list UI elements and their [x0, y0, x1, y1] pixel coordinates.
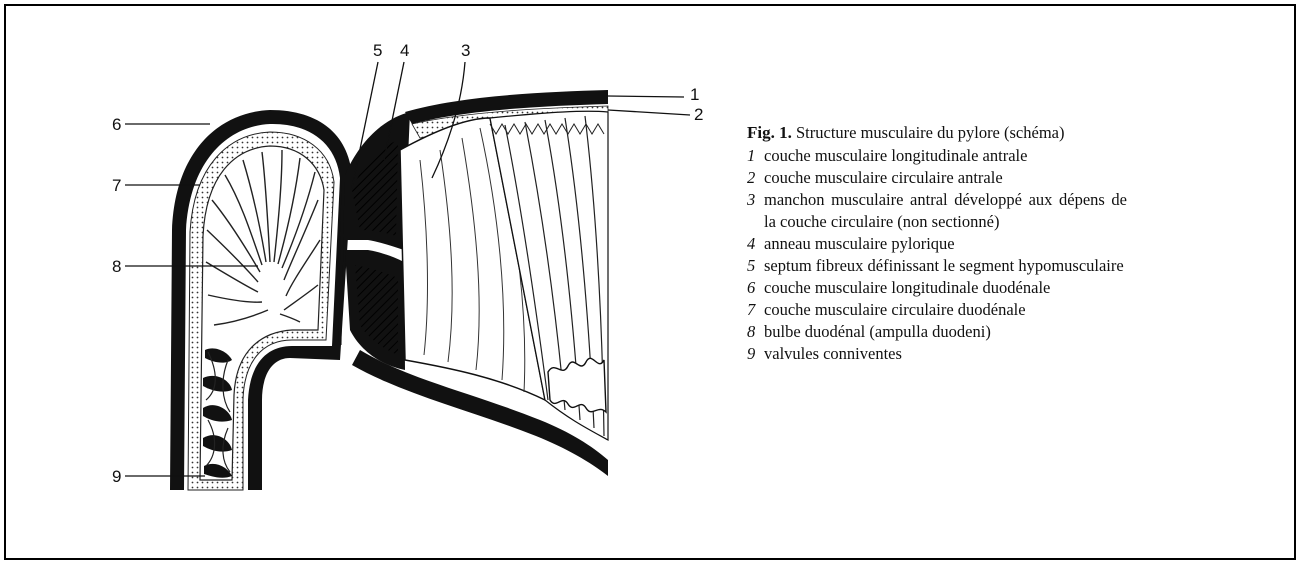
legend-text: couche musculaire circulaire duodénale	[764, 299, 1127, 321]
figure-number: Fig. 1.	[747, 123, 792, 142]
legend-item: 8 bulbe duodénal (ampulla duodeni)	[747, 321, 1127, 343]
callout-1: 1	[690, 86, 699, 103]
legend-number: 8	[747, 321, 764, 343]
figure-caption: Fig. 1. Structure musculaire du pylore (…	[747, 122, 1127, 365]
legend-item: 2 couche musculaire circulaire antrale	[747, 167, 1127, 189]
legend-number: 9	[747, 343, 764, 365]
legend-number: 5	[747, 255, 764, 277]
legend-item: 1 couche musculaire longitudinale antral…	[747, 145, 1127, 167]
legend-item: 6 couche musculaire longitudinale duodén…	[747, 277, 1127, 299]
legend-number: 2	[747, 167, 764, 189]
callout-5: 5	[373, 42, 382, 59]
legend-item: 3 manchon musculaire antral développé au…	[747, 189, 1127, 233]
legend-text: bulbe duodénal (ampulla duodeni)	[764, 321, 1127, 343]
figure-title: Structure musculaire du pylore (schéma)	[796, 123, 1065, 142]
legend-text: couche musculaire longitudinale duodénal…	[764, 277, 1127, 299]
callout-2: 2	[694, 106, 703, 123]
callout-9: 9	[112, 468, 121, 485]
callout-6: 6	[112, 116, 121, 133]
legend-text: couche musculaire circulaire antrale	[764, 167, 1127, 189]
legend-item: 5 septum fibreux définissant le segment …	[747, 255, 1127, 277]
legend-number: 7	[747, 299, 764, 321]
legend-number: 3	[747, 189, 764, 233]
callout-8: 8	[112, 258, 121, 275]
legend-item: 9 valvules conniventes	[747, 343, 1127, 365]
legend-text: anneau musculaire pylorique	[764, 233, 1127, 255]
caption-title-row: Fig. 1. Structure musculaire du pylore (…	[747, 122, 1127, 144]
duodenal-bulb	[170, 110, 352, 490]
legend-number: 1	[747, 145, 764, 167]
legend-text: couche musculaire longitudinale antrale	[764, 145, 1127, 167]
callout-4: 4	[400, 42, 409, 59]
callout-7: 7	[112, 177, 121, 194]
legend-text: valvules conniventes	[764, 343, 1127, 365]
legend-text: septum fibreux définissant le segment hy…	[764, 255, 1127, 277]
legend-text: manchon musculaire antral développé aux …	[764, 189, 1127, 233]
legend-number: 4	[747, 233, 764, 255]
legend-item: 7 couche musculaire circulaire duodénale	[747, 299, 1127, 321]
legend-number: 6	[747, 277, 764, 299]
callout-3: 3	[461, 42, 470, 59]
legend-item: 4 anneau musculaire pylorique	[747, 233, 1127, 255]
